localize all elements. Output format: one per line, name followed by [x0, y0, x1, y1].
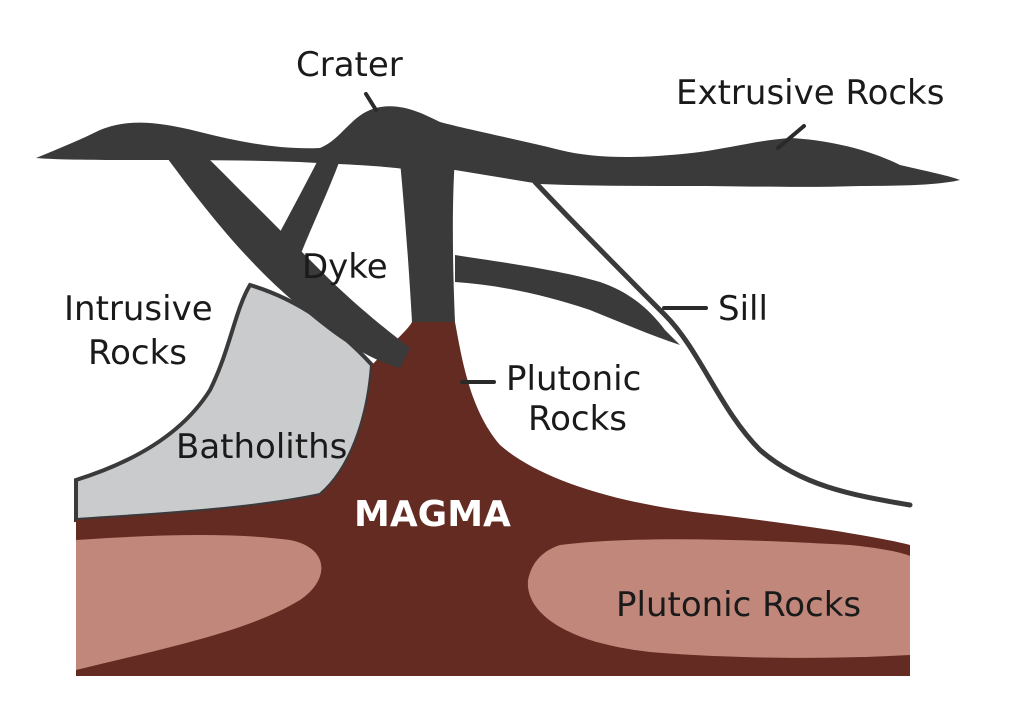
intrusive-label-line2: Rocks [88, 333, 187, 373]
intrusive-label-line1: Intrusive [64, 289, 213, 329]
plutonic-left [76, 535, 322, 670]
magma-label: MAGMA [354, 494, 511, 535]
dyke-branch [262, 160, 340, 282]
plutonic-right [527, 539, 910, 658]
right-flank-line [532, 179, 913, 508]
crater-leader [364, 92, 378, 112]
plutonic-mid-label-line2: Rocks [528, 399, 627, 439]
dyke-label: Dyke [302, 247, 388, 287]
plutonic-mid-label-line1: Plutonic [506, 359, 641, 399]
crater-label: Crater [296, 45, 403, 85]
extrusive-label: Extrusive Rocks [676, 73, 944, 113]
extrusive-leader [776, 124, 806, 150]
extrusive-layer [36, 106, 960, 187]
sill [455, 255, 680, 345]
sill-label: Sill [718, 289, 768, 329]
central-vent [398, 140, 456, 322]
plutonic-bottom-label: Plutonic Rocks [616, 585, 861, 625]
batholiths-label: Batholiths [176, 427, 347, 467]
